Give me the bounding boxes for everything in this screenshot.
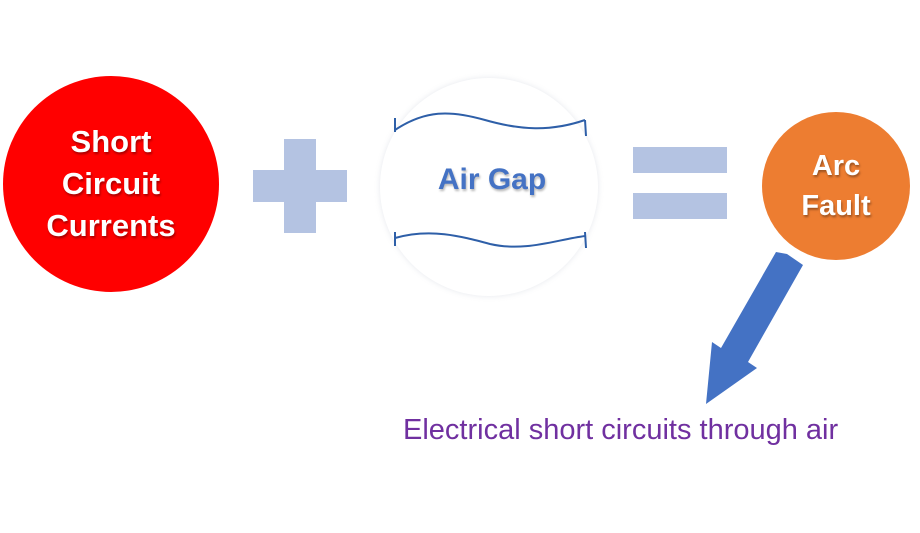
short-circuit-currents-label: Short Circuit Currents [46, 124, 176, 243]
short-circuit-currents-node: Short Circuit Currents [3, 76, 219, 292]
air-gap-label: Air Gap [437, 163, 547, 196]
air-gap-bubble [380, 78, 598, 296]
plus-icon [253, 139, 347, 233]
arc-fault-caption: Electrical short circuits through air [403, 414, 839, 446]
down-left-arrow-icon [706, 252, 803, 404]
air-gap-waves [394, 112, 587, 249]
equals-icon [633, 147, 727, 219]
arc-fault-node: Arc Fault [762, 112, 910, 260]
arc-fault-label: Arc Fault [801, 150, 871, 222]
